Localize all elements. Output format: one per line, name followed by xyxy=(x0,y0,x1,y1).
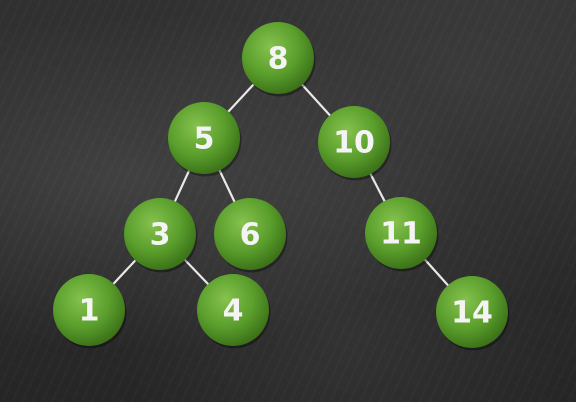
tree-node-4: 4 xyxy=(197,274,271,349)
node-label: 6 xyxy=(240,218,261,253)
node-label: 11 xyxy=(380,217,422,252)
tree-edge-3-1 xyxy=(111,257,138,287)
node-circle xyxy=(365,197,437,269)
tree-node-6: 6 xyxy=(214,198,288,273)
tree-edges xyxy=(111,81,451,288)
node-label: 8 xyxy=(268,42,289,77)
node-circle xyxy=(53,274,125,346)
tree-edge-5-3 xyxy=(173,167,191,205)
tree-node-5: 5 xyxy=(168,102,242,177)
tree-edge-8-10 xyxy=(299,82,333,118)
node-circle xyxy=(168,102,240,174)
node-label: 4 xyxy=(223,294,244,329)
node-label: 10 xyxy=(333,126,375,161)
node-circle xyxy=(242,22,314,94)
node-label: 3 xyxy=(150,218,171,253)
node-circle xyxy=(124,198,196,270)
node-label: 1 xyxy=(79,294,100,329)
node-label: 14 xyxy=(451,296,493,331)
tree-node-10: 10 xyxy=(318,106,392,181)
tree-node-14: 14 xyxy=(436,276,510,351)
tree-edge-5-6 xyxy=(217,167,237,205)
tree-edge-11-14 xyxy=(422,257,451,288)
node-label: 5 xyxy=(194,122,215,157)
tree-edge-8-5 xyxy=(225,81,257,115)
tree-node-11: 11 xyxy=(365,197,439,272)
node-circle xyxy=(197,274,269,346)
node-circle xyxy=(318,106,390,178)
tree-node-1: 1 xyxy=(53,274,127,349)
tree-node-3: 3 xyxy=(124,198,198,273)
tree-edge-10-11 xyxy=(368,171,387,204)
node-circle xyxy=(436,276,508,348)
tree-node-8: 8 xyxy=(242,22,316,97)
tree-edge-3-4 xyxy=(182,257,211,287)
node-circle xyxy=(214,198,286,270)
